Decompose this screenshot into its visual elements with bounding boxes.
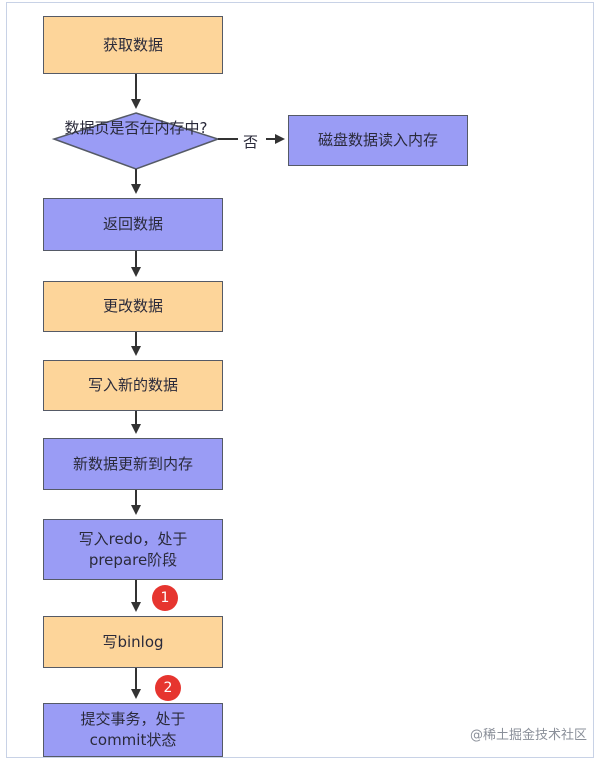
node-disk-read: 磁盘数据读入内存 xyxy=(288,115,468,166)
node-update-memory-text: 新数据更新到内存 xyxy=(72,454,193,473)
node-write-binlog-text: 写binlog xyxy=(102,632,164,651)
step-badge-1: 1 xyxy=(152,585,178,611)
node-commit-transaction: 提交事务，处于 commit状态 xyxy=(43,703,223,757)
node-fetch-data: 获取数据 xyxy=(43,16,223,74)
node-commit-line1: 提交事务，处于 xyxy=(80,710,186,728)
node-write-redo-line2: prepare阶段 xyxy=(88,550,178,569)
node-commit-line2: commit状态 xyxy=(89,731,177,749)
watermark: @稀土掘金技术社区 xyxy=(469,728,587,743)
node-modify-data: 更改数据 xyxy=(43,281,223,332)
node-modify-data-text: 更改数据 xyxy=(102,297,163,315)
node-write-binlog: 写binlog xyxy=(43,616,223,668)
step-badge-2: 2 xyxy=(155,675,181,701)
node-disk-read-text: 磁盘数据读入内存 xyxy=(317,131,438,149)
node-decision-text: 数据页是否在内存中? xyxy=(64,119,208,137)
node-write-new-data-text: 写入新的数据 xyxy=(87,376,178,394)
node-write-new-data: 写入新的数据 xyxy=(43,360,223,411)
edge-label-no: 否 xyxy=(243,133,259,151)
node-write-redo: 写入redo，处于 prepare阶段 xyxy=(43,519,223,580)
node-update-memory: 新数据更新到内存 xyxy=(43,438,223,490)
node-write-redo-line1: 写入redo，处于 xyxy=(78,529,188,548)
diagram-frame xyxy=(6,2,594,758)
node-return-data-text: 返回数据 xyxy=(102,215,163,233)
node-return-data: 返回数据 xyxy=(43,198,223,251)
node-fetch-data-text: 获取数据 xyxy=(102,35,163,54)
